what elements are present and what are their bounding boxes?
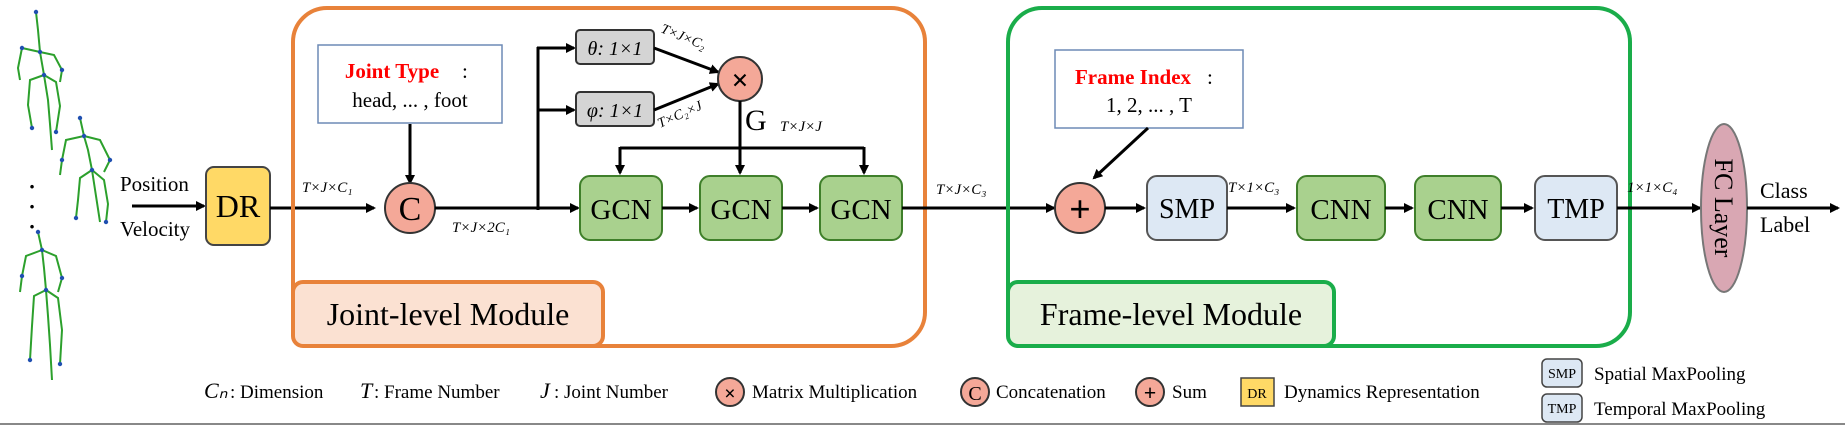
joint-level-module-title: Joint-level Module (327, 296, 570, 332)
concatenation-symbol: C (399, 191, 422, 228)
gcn-label-1: GCN (590, 194, 651, 226)
legend-dimension-symbol: Cₙ (204, 378, 228, 403)
frame-index-values: 1, 2, ... , T (1106, 93, 1192, 117)
legend-dr-icon (1240, 377, 1275, 407)
cnn-label-2: CNN (1427, 194, 1488, 226)
matrix-multiplication-symbol: × (731, 64, 748, 97)
skeleton-figure-3 (19, 231, 64, 381)
joint-level-module-label-box (291, 280, 605, 348)
dim-label-11c4: 1×1×C₄ (1627, 180, 1677, 196)
legend-joint-number-text: : Joint Number (554, 382, 669, 403)
theta-conv-label: θ: 1×1 (588, 38, 643, 60)
legend-matmul-symbol: × (724, 383, 735, 405)
legend-concat-symbol: C (968, 383, 981, 405)
legend-smp-icon (1541, 358, 1583, 388)
g-dim-label: T×J×J (780, 119, 823, 135)
phi-conv-label: φ: 1×1 (587, 100, 643, 122)
dim-label-tj2c1: T×J×2C₁ (452, 220, 510, 236)
joint-type-values: head, ... , foot (352, 88, 468, 112)
legend-concat-icon (960, 377, 990, 407)
legend-dr-box-label: DR (1247, 387, 1267, 402)
legend: Cₙ : Dimension T : Frame Number J : Join… (204, 358, 1766, 423)
dim-label-tjc1: T×J×C₁ (302, 180, 352, 196)
legend-matmul-icon (715, 377, 745, 407)
dr-label: DR (216, 188, 261, 224)
legend-sum-symbol: + (1144, 380, 1157, 405)
output-class-label: Class (1760, 178, 1808, 203)
dim-label-tjc3: T×J×C₃ (936, 182, 986, 198)
legend-tmp-icon (1541, 393, 1583, 423)
dr-block (205, 166, 271, 246)
legend-tmp-text: Temporal MaxPooling (1594, 399, 1766, 420)
ellipsis-dot: · (28, 174, 35, 199)
g-label: G (745, 104, 767, 137)
tmp-label: TMP (1547, 194, 1605, 225)
output-label-label: Label (1760, 212, 1810, 237)
legend-dr-text: Dynamics Representation (1284, 382, 1480, 403)
joint-type-colon: : (462, 59, 468, 83)
legend-sum-text: Sum (1172, 382, 1207, 403)
legend-smp-text: Spatial MaxPooling (1594, 364, 1746, 385)
ellipsis-dot: · (28, 214, 35, 239)
legend-dimension-text: : Dimension (230, 382, 324, 403)
legend-joint-number-symbol: J (540, 378, 551, 403)
ellipsis-dot: · (28, 194, 35, 219)
legend-concat-text: Concatenation (996, 382, 1106, 403)
dim-label-tjc2: T×J×C₂ (659, 22, 708, 54)
skeleton-figure-2 (59, 117, 112, 223)
input-position-label: Position (120, 172, 189, 196)
gcn-label-2: GCN (710, 194, 771, 226)
legend-frame-number-symbol: T (360, 378, 374, 403)
gcn-label-3: GCN (830, 194, 891, 226)
joint-type-box (317, 44, 503, 124)
joint-level-module-frame (291, 6, 927, 348)
dim-label-t1c3: T×1×C₃ (1228, 180, 1279, 196)
cnn-label-1: CNN (1310, 194, 1371, 226)
legend-matmul-text: Matrix Multiplication (752, 382, 918, 403)
frame-level-module-label-box (1006, 280, 1336, 348)
sum-symbol: + (1069, 189, 1091, 231)
frame-index-colon: : (1207, 65, 1213, 89)
frame-index-box (1054, 49, 1244, 129)
legend-smp-box-label: SMP (1548, 367, 1576, 382)
skeleton-figure-1 (16, 11, 64, 151)
legend-tmp-box-label: TMP (1548, 402, 1577, 417)
legend-frame-number-text: : Frame Number (374, 382, 500, 403)
legend-sum-icon (1135, 377, 1165, 407)
smp-label: SMP (1159, 194, 1215, 225)
frame-index-title: Frame Index (1075, 65, 1192, 89)
input-velocity-label: Velocity (120, 217, 190, 241)
joint-type-title: Joint Type (345, 59, 439, 83)
theta-conv-block (575, 29, 655, 65)
fc-layer-label: FC Layer (1709, 159, 1738, 258)
dim-label-tc2j: T×C₂×J (656, 98, 706, 131)
frame-level-module-title: Frame-level Module (1040, 296, 1302, 332)
